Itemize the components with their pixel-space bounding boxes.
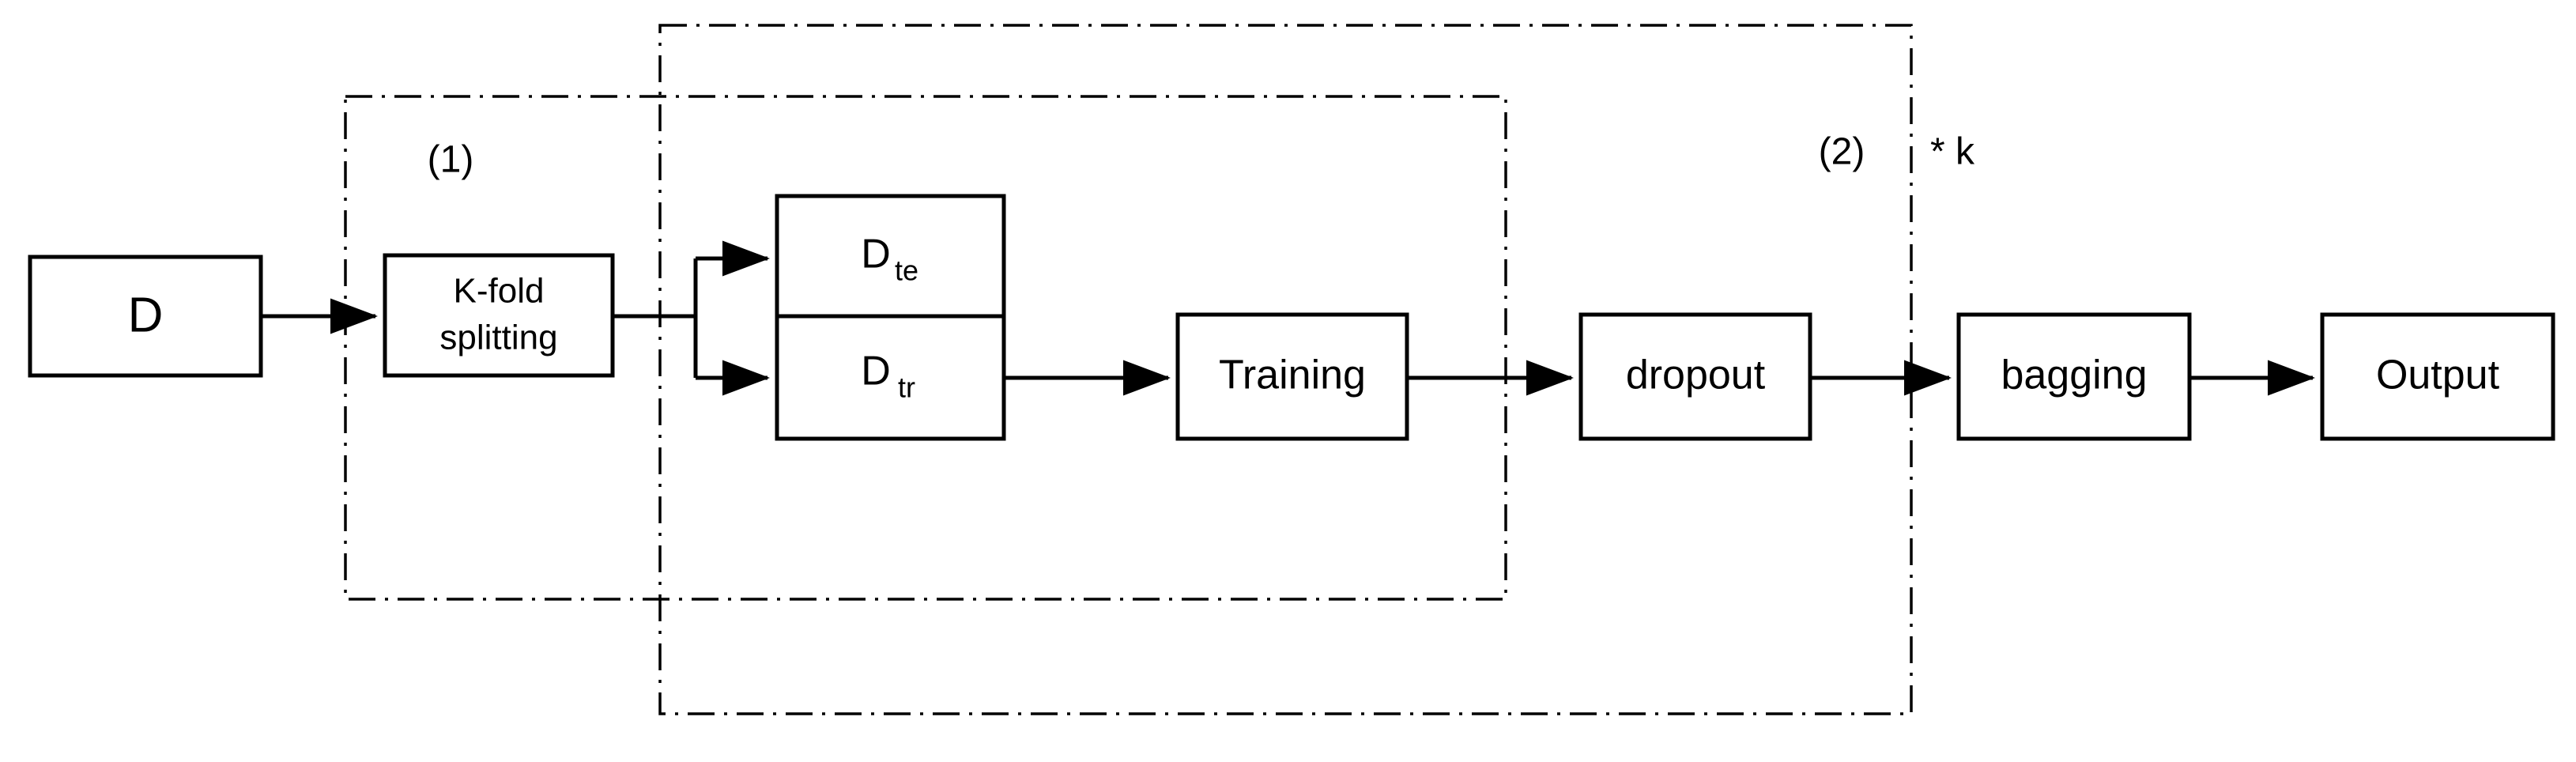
node-kfold-splitting[interactable] — [383, 253, 615, 378]
group-box-1 — [344, 95, 1507, 601]
node-output-label: Output — [2376, 353, 2500, 398]
node-bagging[interactable] — [1956, 312, 2192, 441]
node-dataset-label: D — [128, 288, 164, 342]
node-dataset[interactable] — [28, 255, 263, 378]
node-dtr-label: D — [861, 349, 891, 394]
repeat-k-annotation: * k — [1930, 131, 1975, 173]
node-dte-label: D — [861, 232, 891, 277]
group-label-2: (2) — [1819, 131, 1865, 173]
node-kfold-label-line2: splitting — [439, 319, 557, 357]
node-training[interactable] — [1175, 312, 1409, 441]
node-dte-subscript: te — [895, 255, 918, 287]
node-training-label: Training — [1219, 353, 1366, 398]
group-label-1: (1) — [428, 139, 474, 181]
group-box-2 — [658, 24, 1913, 715]
node-output[interactable] — [2320, 312, 2555, 441]
node-kfold-label-line1: K-fold — [454, 272, 545, 311]
node-bagging-label: bagging — [2001, 353, 2147, 398]
node-dropout-label: dropout — [1626, 353, 1766, 398]
node-dropout[interactable] — [1578, 312, 1812, 441]
node-dtr-subscript: tr — [898, 372, 915, 404]
